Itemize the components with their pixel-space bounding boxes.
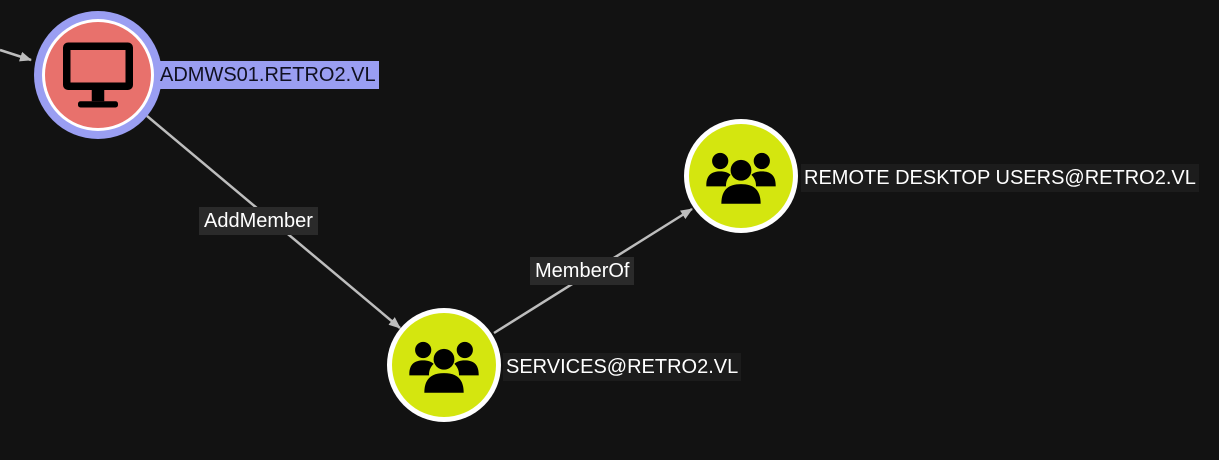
edge-label-memberof[interactable]: MemberOf bbox=[530, 257, 635, 285]
edge-incoming[interactable] bbox=[0, 48, 32, 62]
node-rdusers[interactable] bbox=[684, 119, 798, 233]
node-label-services[interactable]: SERVICES@RETRO2.VL bbox=[503, 353, 742, 381]
node-label-admws01[interactable]: ADMWS01.RETRO2.VL bbox=[157, 61, 379, 89]
node-label-rdusers[interactable]: REMOTE DESKTOP USERS@RETRO2.VL bbox=[801, 164, 1199, 192]
node-admws01[interactable] bbox=[34, 11, 162, 139]
node-services[interactable] bbox=[387, 308, 501, 422]
edge-label-addmember[interactable]: AddMember bbox=[199, 207, 318, 235]
